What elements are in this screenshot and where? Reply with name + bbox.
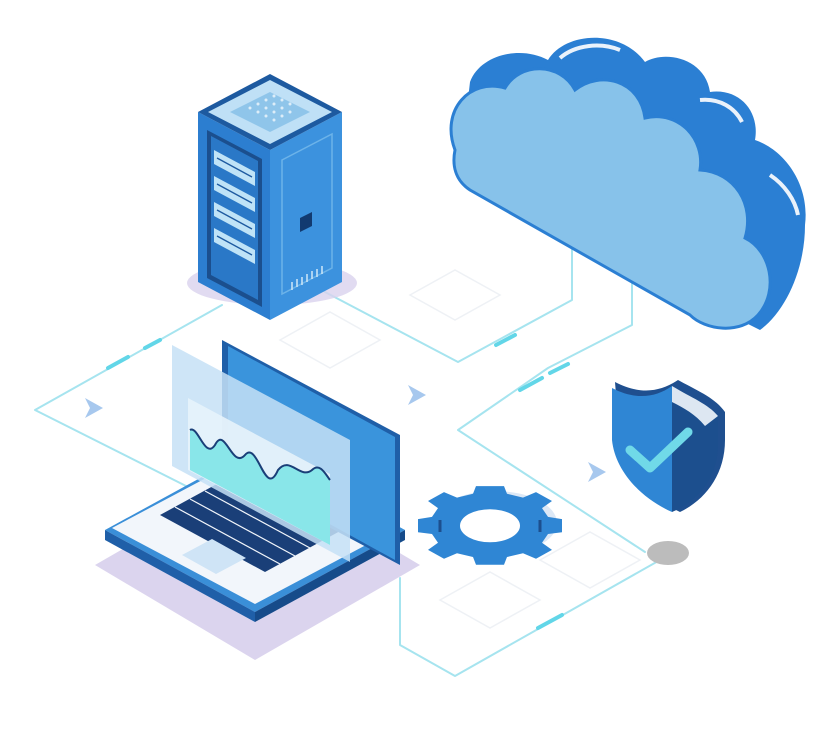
direction-arrow-icon [85, 398, 103, 418]
line-accents [106, 333, 570, 630]
iso-tiles [278, 269, 642, 629]
laptop-icon [95, 340, 420, 660]
connection-node-icon [647, 541, 689, 565]
direction-arrow-icon [588, 462, 606, 482]
direction-arrow-icon [408, 385, 426, 405]
line-laptop-bottom [399, 559, 661, 677]
cloud-icon [449, 37, 806, 330]
line-server-cloud [324, 231, 573, 363]
direction-arrows [85, 385, 606, 482]
gear-icon [418, 486, 562, 565]
line-cloud-hub [457, 281, 646, 553]
shield-check-icon [612, 380, 725, 512]
server-rack-icon [187, 74, 357, 320]
